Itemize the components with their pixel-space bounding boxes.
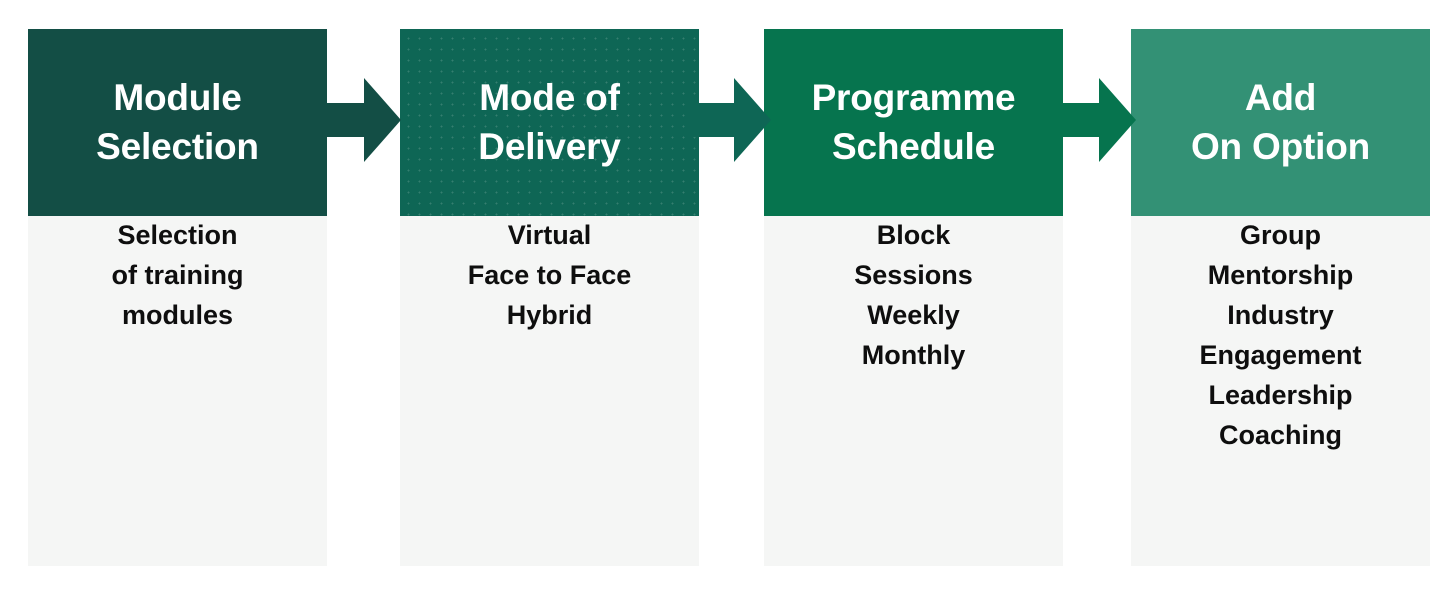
stage-header-3: Programme Schedule	[764, 29, 1063, 216]
arrow-right-icon	[319, 78, 401, 162]
process-stage-mode-of-delivery: Mode of Delivery Virtual Face to Face Hy…	[400, 29, 699, 566]
stage-body-1: Selection of training modules	[28, 216, 327, 566]
stage-body-text-3: Block Sessions Weekly Monthly	[854, 220, 973, 370]
stage-body-text-2: Virtual Face to Face Hybrid	[467, 220, 632, 330]
stage-header-1: Module Selection	[28, 29, 327, 216]
arrow-right-icon	[689, 78, 771, 162]
stage-title-2: Mode of Delivery	[478, 76, 621, 167]
process-stage-add-on-option: Add On Option Group Mentorship Industry …	[1131, 29, 1430, 566]
process-stage-module-selection: Module Selection Selection of training m…	[28, 29, 327, 566]
stage-header-2: Mode of Delivery	[400, 29, 699, 216]
stage-header-4: Add On Option	[1131, 29, 1430, 216]
process-stage-programme-schedule: Programme Schedule Block Sessions Weekly…	[764, 29, 1063, 566]
stage-body-2: Virtual Face to Face Hybrid	[400, 216, 699, 566]
stage-body-3: Block Sessions Weekly Monthly	[764, 216, 1063, 566]
stage-body-text-1: Selection of training modules	[111, 220, 244, 330]
stage-title-4: Add On Option	[1190, 76, 1371, 167]
stage-body-text-4: Group Mentorship Industry Engagement Lea…	[1199, 220, 1362, 450]
stage-body-4: Group Mentorship Industry Engagement Lea…	[1131, 216, 1430, 566]
stage-title-1: Module Selection	[96, 76, 259, 167]
arrow-right-icon	[1054, 78, 1136, 162]
stage-title-3: Programme Schedule	[811, 76, 1016, 167]
